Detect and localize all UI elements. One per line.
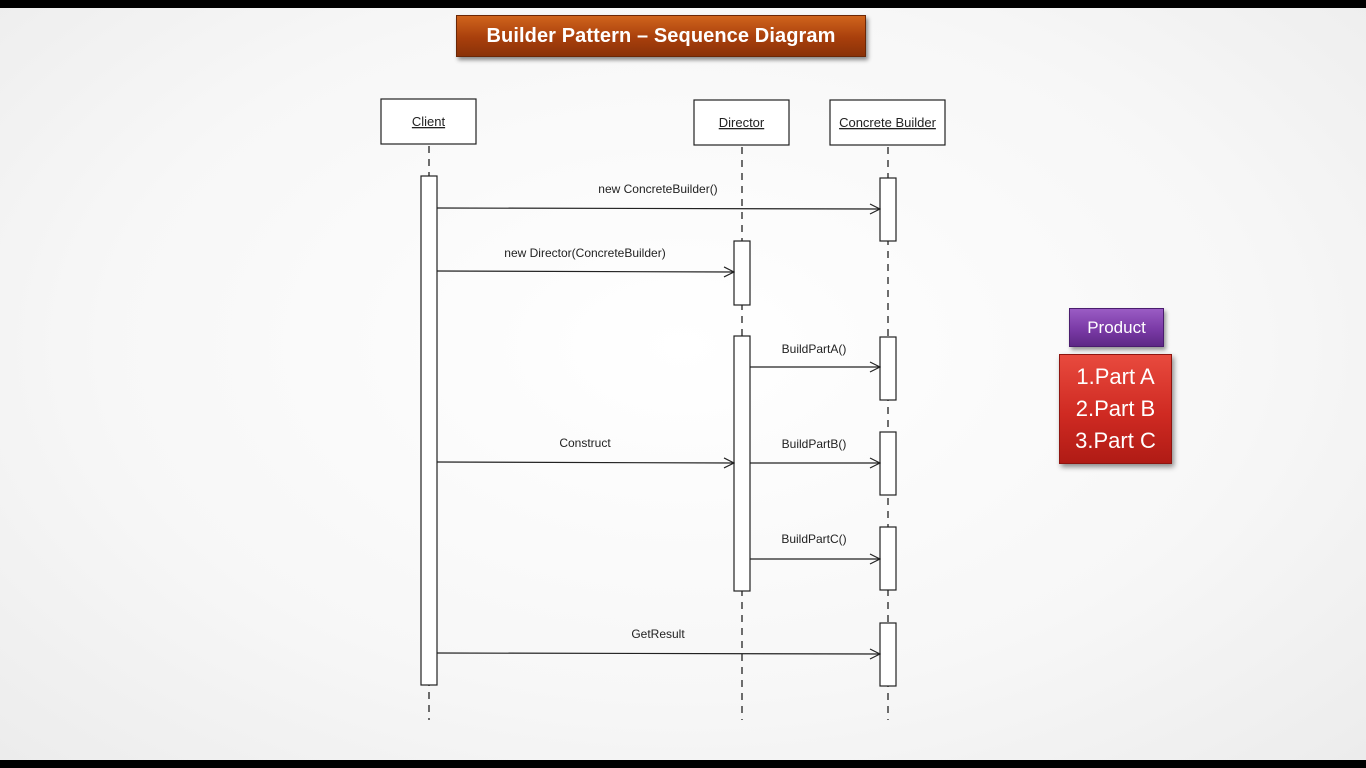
message-label: BuildPartB()	[782, 437, 847, 451]
activation-director-2	[733, 335, 751, 592]
lifeline-builder-label: Concrete Builder	[839, 115, 936, 130]
product-part: 3.Part C	[1075, 428, 1156, 453]
message-buildpartb: BuildPartB()	[750, 437, 880, 463]
product-parts-box: 1.Part A 2.Part B 3.Part C	[1059, 354, 1172, 464]
message-label: GetResult	[631, 627, 685, 641]
lifeline-client-label: Client	[412, 114, 446, 129]
lifeline-client-box	[380, 98, 477, 145]
message-arrow	[436, 462, 734, 463]
message-arrow	[436, 653, 880, 654]
message-getresult: GetResult	[436, 627, 880, 654]
activation-builder-5	[879, 622, 897, 687]
activation-builder-1	[879, 177, 897, 242]
lifeline-builder: Concrete Builder	[829, 99, 946, 720]
activation-builder-2	[879, 336, 897, 401]
message-arrow	[436, 271, 734, 272]
message-label: BuildPartA()	[782, 342, 847, 356]
lifeline-director-box	[693, 99, 790, 146]
activation-builder-3	[879, 431, 897, 496]
message-label: BuildPartC()	[781, 532, 846, 546]
message-new-concretebuilder: new ConcreteBuilder()	[436, 182, 880, 209]
activation-builder-4	[879, 526, 897, 591]
product-part: 1.Part A	[1076, 364, 1155, 389]
sequence-diagram: Client Director Concrete Builder new Con…	[380, 98, 946, 720]
lifeline-director-label: Director	[719, 115, 765, 130]
diagram-title: Builder Pattern – Sequence Diagram	[456, 15, 866, 57]
activation-director-1	[733, 240, 751, 306]
product-label: Product	[1069, 308, 1164, 347]
message-label: Construct	[559, 436, 611, 450]
activation-client	[420, 175, 438, 686]
message-buildpartc: BuildPartC()	[750, 532, 880, 559]
lifeline-builder-box	[829, 99, 946, 146]
message-buildparta: BuildPartA()	[750, 342, 880, 367]
message-label: new Director(ConcreteBuilder)	[504, 246, 665, 260]
lifeline-director: Director	[693, 99, 790, 720]
message-label: new ConcreteBuilder()	[598, 182, 717, 196]
message-arrow	[436, 208, 880, 209]
slide: Builder Pattern – Sequence Diagram Clien…	[0, 8, 1366, 760]
product-part: 2.Part B	[1075, 396, 1156, 421]
message-new-director: new Director(ConcreteBuilder)	[436, 246, 734, 272]
message-construct: Construct	[436, 436, 734, 463]
